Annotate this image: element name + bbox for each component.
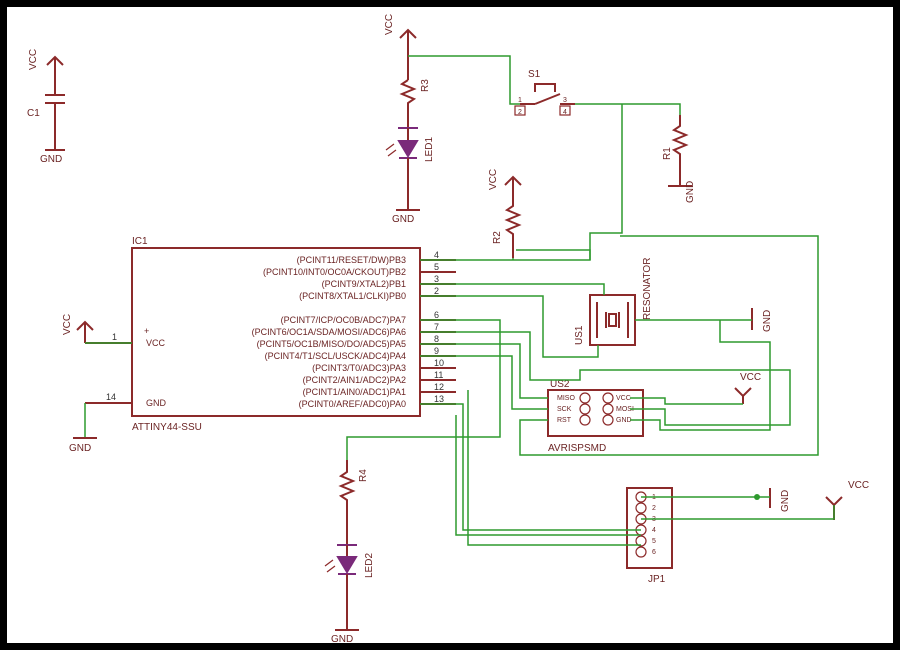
r4-label: R4 [358,469,369,482]
r3-vcc-label: VCC [384,14,395,35]
ic1-pin-vcc-num: 1 [112,332,117,342]
ic1-pin-label: (PCINT3/T0/ADC3)PA3 [312,363,406,373]
ic1-pin-number: 10 [434,358,444,368]
sheet-area [7,7,893,643]
ic1-right-pins: 4 (PCINT11/RESET/DW)PB3 5 (PCINT10/INT0/OC0… [252,250,456,409]
ic1-pin-number: 5 [434,262,439,272]
ic1-pin-number: 7 [434,322,439,332]
resonator-us1[interactable]: US1 RESONATOR GND [574,258,773,346]
r3-label: R3 [420,79,431,92]
avrisp-mosi: MOSI [616,406,634,413]
ic1-gnd-symbol-label: GND [69,443,91,454]
ic1-pin-label: (PCINT11/RESET/DW)PB3 [297,255,406,265]
ic1-label: IC1 [132,236,148,247]
s1-label: S1 [528,69,541,80]
isp-header-us2[interactable]: US2 MISO SCK RST VCC MOSI GND AVRISPSMD [547,379,644,454]
nets [85,55,835,546]
avrisp-pads [579,392,614,426]
led2-gnd-label: GND [331,634,353,645]
ic-attiny44[interactable]: IC1 ATTINY44-SSU 1 VCC + 14 GND 4 (PCINT1… [85,236,456,433]
ic1-pin-number: 6 [434,310,439,320]
jp1-pin-number: 6 [652,549,656,556]
ic1-pin-vcc-label: VCC [146,338,166,348]
jp1-pin-number: 2 [652,505,656,512]
ic1-pin-label: (PCINT0/AREF/ADC0)PA0 [299,399,406,409]
ic1-pin-label: (PCINT10/INT0/OC0A/CKOUT)PB2 [263,267,406,277]
jp1-vcc-label: VCC [848,480,869,491]
resonator-label: RESONATOR [642,258,653,320]
r2-vcc-label: VCC [488,169,499,190]
ic1-pin-number: 12 [434,382,444,392]
ic1-pin-number: 3 [434,274,439,284]
ic1-pin-number: 2 [434,286,439,296]
ic1-pin-label: (PCINT9/XTAL2)PB1 [322,279,406,289]
ic1-pin-number: 4 [434,250,439,260]
us2-label: US2 [550,379,570,390]
resistor-r2[interactable]: VCC R2 [488,169,522,258]
jp1-pin-number: 4 [652,527,656,534]
c1-vcc-label: VCC [28,49,39,70]
us1-label: US1 [574,325,585,345]
ic1-vcc-symbol-label: VCC [62,314,73,335]
resistor-r1[interactable]: R1 GND [662,115,696,203]
s1-pin-3: 3 [563,97,567,104]
avrisp-rst: RST [557,417,572,424]
resonator-gnd-label: GND [762,310,773,332]
led2-label: LED2 [364,553,375,578]
jp1-pin-number: 5 [652,538,656,545]
c1-gnd-label: GND [40,154,62,165]
r4-led2-branch[interactable]: R4 LED2 GND [324,460,375,645]
avrisp-gnd: GND [616,417,632,424]
ic1-pin-number: 13 [434,394,444,404]
c1-label: C1 [27,108,40,119]
jp1-gnd-label: GND [780,490,791,512]
r1-gnd-label: GND [685,181,696,203]
ic1-pin-gnd-label: GND [146,398,167,408]
led1-label: LED1 [424,137,435,162]
avrisp-miso: MISO [557,395,575,402]
jp1-label: JP1 [648,574,666,585]
ic1-pin-number: 9 [434,346,439,356]
ic1-pin-number: 8 [434,334,439,344]
led1-gnd-label: GND [392,214,414,225]
ic1-pin-gnd-num: 14 [106,392,116,402]
s1-pin-2: 2 [518,109,522,116]
ic1-pin-label: (PCINT2/AIN1/ADC2)PA2 [303,375,406,385]
avrisp-vcc: VCC [616,395,631,402]
ic1-pin-label: (PCINT6/OC1A/SDA/MOSI/ADC6)PA6 [252,327,406,337]
ic1-left-power: VCC GND [62,314,97,454]
s1-pin-1: 1 [518,97,522,104]
switch-s1[interactable]: S1 1 2 3 4 [514,69,575,116]
s1-pin-4: 4 [563,109,567,116]
ic1-pin-label: (PCINT7/ICP/OC0B/ADC7)PA7 [281,315,406,325]
avrisp-sck: SCK [557,406,572,413]
ic1-pin-number: 11 [434,370,443,380]
r1-label: R1 [662,147,673,160]
ic1-pin-label: (PCINT1/AIN0/ADC1)PA1 [303,387,406,397]
capacitor-c1[interactable]: VCC C1 GND [27,49,65,165]
ic1-pin-label: (PCINT4/T1/SCL/USCK/ADC4)PA4 [265,351,406,361]
ic1-pin-label: (PCINT8/XTAL1/CLKI)PB0 [299,291,406,301]
ic1-pin-label: (PCINT5/OC1B/MISO/DO/ADC5)PA5 [257,339,406,349]
ic1-plus-mark: + [144,326,149,336]
ic1-part-name: ATTINY44-SSU [132,422,202,433]
r2-label: R2 [492,231,503,244]
us2-vcc-symbol: VCC [734,372,761,404]
avrisp-label: AVRISPSMD [548,443,606,454]
r3-led1-branch[interactable]: VCC R3 LED1 GND [384,14,435,225]
us2-vcc-label: VCC [740,372,761,383]
